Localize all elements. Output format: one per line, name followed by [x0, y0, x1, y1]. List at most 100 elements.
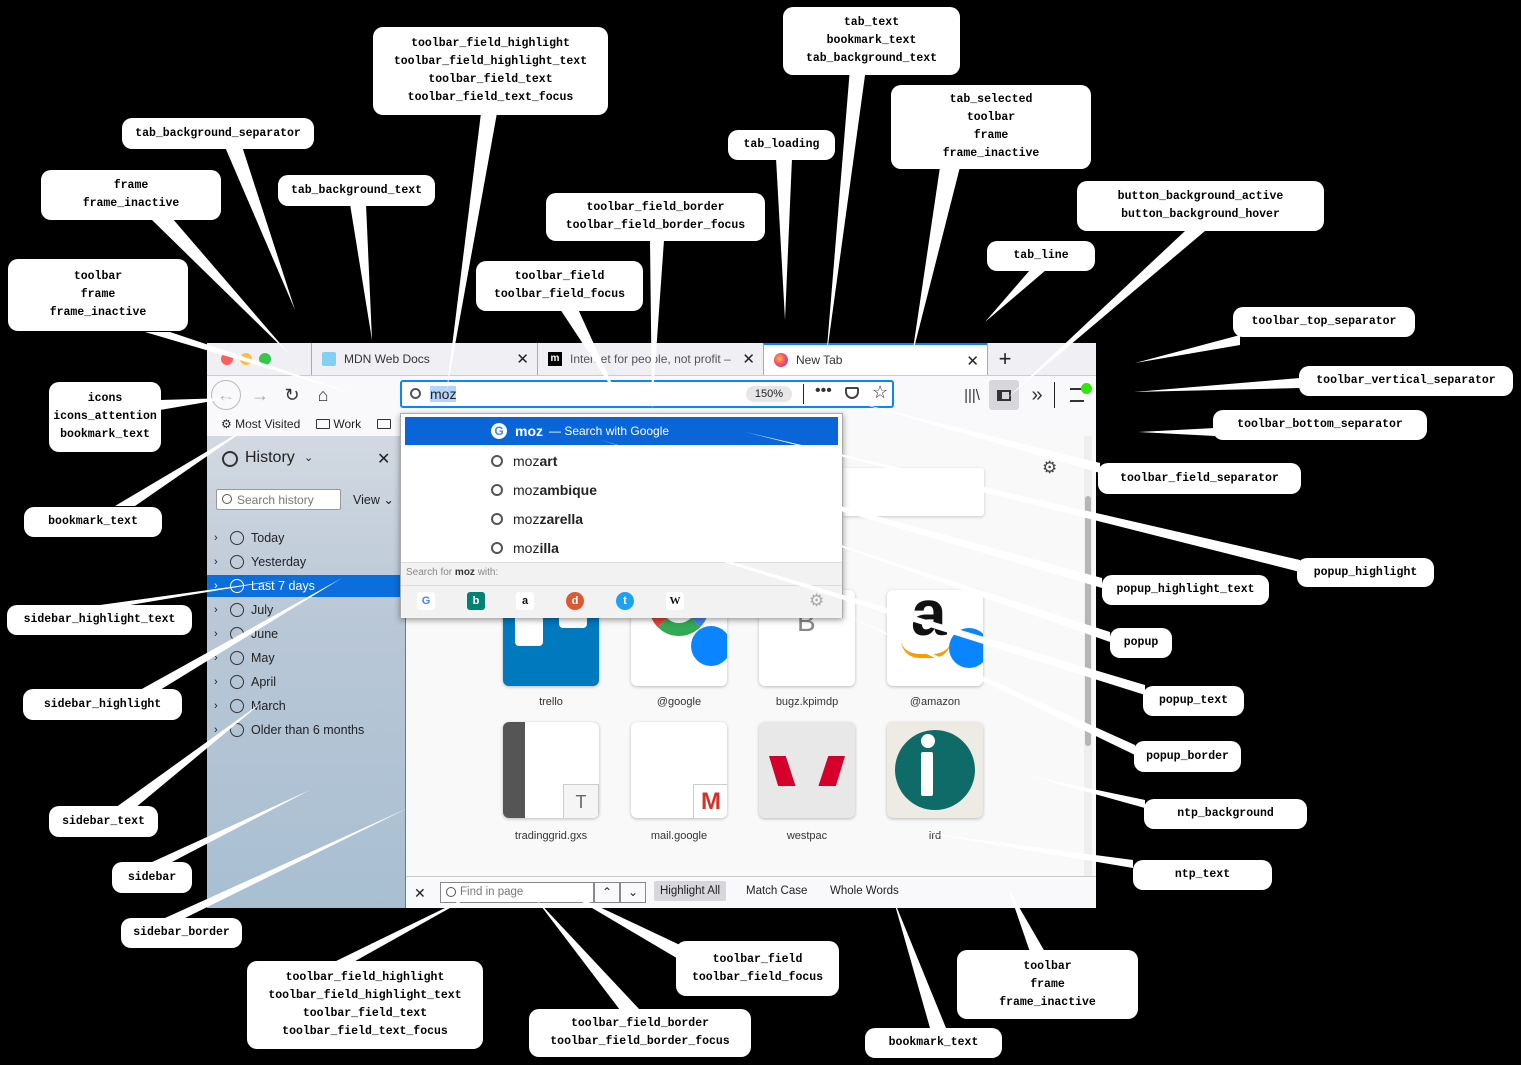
tile-mail-google[interactable]: M — [631, 722, 727, 818]
tab-new-tab[interactable]: New Tab ✕ — [763, 343, 987, 375]
history-item[interactable]: ›Last 7 days — [207, 575, 405, 597]
plus-icon: + — [998, 346, 1012, 371]
ntp-scrollbar[interactable] — [1084, 436, 1092, 876]
history-item[interactable]: ›Today — [207, 527, 405, 549]
chevron-down-icon[interactable]: ⌄ — [304, 452, 314, 464]
home-button[interactable]: ⌂ — [317, 384, 329, 405]
find-next-button[interactable]: ⌄ — [620, 882, 646, 903]
overflow-chevron-button[interactable]: » — [1031, 383, 1043, 406]
gear-icon[interactable]: ⚙ — [1042, 458, 1058, 477]
url-input[interactable]: moz — [430, 386, 457, 402]
wikipedia-engine-icon[interactable]: W — [666, 592, 684, 610]
zoom-badge[interactable]: 150% — [746, 386, 792, 402]
findbar-close-icon[interactable]: ✕ — [414, 885, 426, 901]
history-item[interactable]: ›May — [207, 647, 405, 669]
url-bar[interactable]: moz 150% ••• ☆ — [400, 380, 894, 408]
tab-close-icon[interactable]: ✕ — [742, 351, 755, 368]
history-item[interactable]: ›April — [207, 671, 405, 693]
pocket-icon[interactable] — [845, 387, 859, 399]
pointer — [535, 898, 640, 1010]
tab-close-icon[interactable]: ✕ — [966, 353, 979, 370]
tile-label: @amazon — [909, 696, 961, 708]
callout-line: bookmark_text — [48, 515, 138, 528]
popup-highlighted-row[interactable]: G moz — Search with Google — [405, 417, 838, 445]
popup-row-action: — Search with Google — [549, 424, 670, 438]
callout-line: toolbar — [1023, 959, 1072, 973]
maximize-window-dot[interactable] — [259, 353, 271, 365]
callout-line: bookmark_text — [888, 1036, 979, 1049]
reload-button[interactable]: ↻ — [284, 384, 300, 405]
menu-button[interactable] — [1062, 380, 1092, 410]
highlight-all-button[interactable]: Highlight All — [654, 881, 727, 901]
callout-line: frame_inactive — [82, 197, 180, 210]
sidebar-close-icon[interactable]: ✕ — [377, 451, 391, 468]
callout-line: bookmark_text — [826, 34, 917, 47]
sidebar-title[interactable]: History — [245, 449, 295, 466]
callout-ntp-text: ntp_text — [1133, 860, 1272, 890]
callout-line: frame — [1030, 977, 1065, 991]
chevron-right-icon[interactable]: › — [214, 652, 218, 664]
chevron-right-icon[interactable]: › — [214, 700, 218, 712]
pointer — [222, 140, 295, 310]
ntp-search-box[interactable] — [842, 468, 984, 516]
forward-button[interactable]: → — [251, 384, 269, 405]
chevron-right-icon[interactable]: › — [214, 604, 218, 616]
match-case-button[interactable]: Match Case — [746, 885, 808, 897]
bookmark-most-visited[interactable]: ⚙ Most Visited — [221, 417, 300, 431]
history-item[interactable]: ›March — [207, 695, 405, 717]
chevron-right-icon[interactable]: › — [214, 628, 218, 640]
chevron-right-icon[interactable]: › — [214, 580, 218, 592]
tab-mdn[interactable]: MDN Web Docs ✕ — [311, 343, 537, 375]
ellipsis-icon[interactable]: ••• — [815, 382, 832, 399]
duckduckgo-engine-icon[interactable]: d — [566, 592, 584, 610]
sidebar-toggle-button[interactable] — [989, 380, 1019, 410]
callout-line: toolbar_top_separator — [1251, 315, 1397, 328]
callout-line: toolbar — [966, 111, 1016, 124]
whole-words-button[interactable]: Whole Words — [830, 885, 899, 897]
find-input[interactable]: Find in page — [440, 882, 594, 903]
tab-mozilla[interactable]: m Internet for people, not profit – ✕ — [537, 343, 763, 375]
ird-logo-icon — [921, 734, 935, 748]
pointer — [150, 790, 310, 863]
callout-line: toolbar_bottom_separator — [1237, 418, 1403, 431]
pointer — [840, 612, 1135, 755]
bing-engine-icon[interactable]: b — [467, 592, 485, 610]
history-item[interactable]: ›Yesterday — [207, 551, 405, 573]
search-shortcut-icon — [691, 626, 727, 666]
tile-tradinggrid[interactable]: T — [503, 722, 599, 818]
chevron-right-icon[interactable]: › — [214, 556, 218, 568]
sidebar-view-button[interactable]: View ⌄ — [353, 493, 394, 507]
bookmark-work[interactable]: Work — [316, 417, 361, 431]
chevron-right-icon[interactable]: › — [214, 676, 218, 688]
google-engine-icon[interactable]: G — [417, 592, 435, 610]
library-button[interactable]: |||\ — [964, 386, 980, 404]
engine-settings-icon[interactable]: ⚙ — [809, 591, 825, 610]
back-button[interactable]: ← — [211, 380, 241, 410]
scroll-thumb[interactable] — [1085, 496, 1091, 746]
tab-close-icon[interactable]: ✕ — [516, 351, 529, 368]
tile-ird[interactable] — [887, 722, 983, 818]
twitter-engine-icon[interactable]: t — [616, 592, 634, 610]
callout-line: tab_line — [1013, 249, 1069, 262]
history-item[interactable]: ›Older than 6 months — [207, 719, 405, 741]
star-icon[interactable]: ☆ — [872, 382, 889, 402]
callout-line: toolbar_field_border — [570, 1017, 710, 1030]
pointer — [350, 204, 372, 340]
find-previous-button[interactable]: ⌃ — [594, 882, 620, 903]
amazon-engine-icon[interactable]: a — [516, 592, 534, 610]
tile-westpac[interactable] — [759, 722, 855, 818]
new-tab-button[interactable]: + — [987, 343, 1022, 375]
history-item[interactable]: ›July — [207, 599, 405, 621]
suggestion-prefix: moz — [513, 482, 540, 498]
tab-title: New Tab — [796, 353, 843, 367]
chevron-right-icon[interactable]: › — [214, 532, 218, 544]
chevron-right-icon[interactable]: › — [214, 724, 218, 736]
sidebar-search-input[interactable]: Search history — [216, 489, 341, 510]
callout-popup: popup — [1110, 628, 1172, 658]
bookmark-folder[interactable] — [377, 417, 391, 431]
